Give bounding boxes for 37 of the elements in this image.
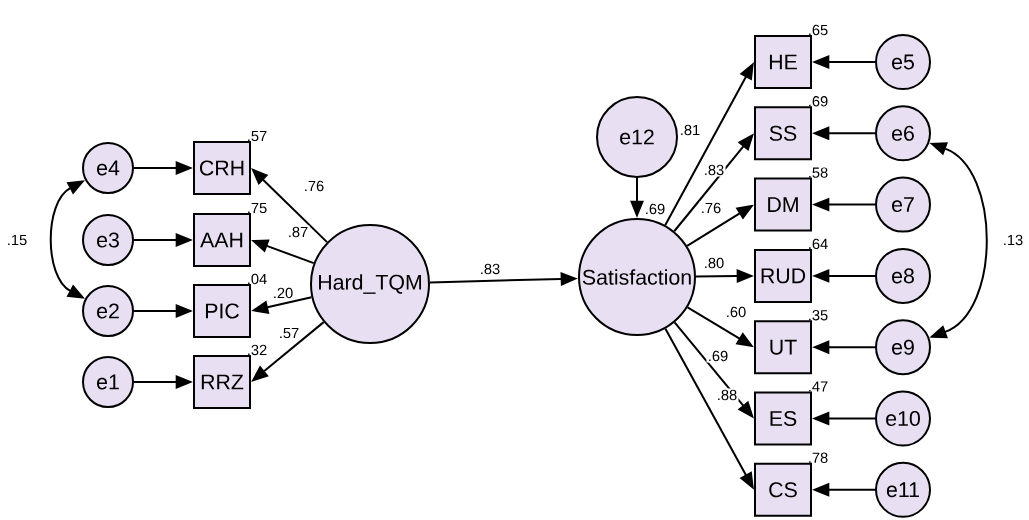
r-squared-label: .04 — [248, 273, 267, 285]
observed-variable-box: SS — [754, 106, 812, 161]
r-squared-label: .65 — [809, 24, 828, 36]
edge-label: .76 — [302, 179, 326, 193]
edge-label: .76 — [699, 201, 723, 215]
r-squared-label: .75 — [248, 202, 267, 214]
observed-variable-box: RRZ — [193, 355, 251, 409]
edge-label: .69 — [706, 349, 730, 363]
edge-label: .80 — [702, 256, 726, 270]
r-squared-label: .57 — [248, 130, 267, 142]
observed-variable-box: CS — [754, 462, 812, 517]
edge-label: .81 — [678, 123, 702, 137]
observed-variable-box: PIC — [193, 284, 251, 338]
observed-variable-box: DM — [754, 177, 812, 232]
edge-label: .87 — [286, 225, 310, 239]
r-squared-label: .64 — [809, 238, 828, 250]
r-squared-label: .78 — [809, 452, 828, 463]
observed-variable-box: RUD — [754, 248, 812, 303]
observed-variable-box: ES — [754, 391, 812, 446]
edge-label: .83 — [702, 163, 726, 177]
observed-variable-box: HE — [754, 35, 812, 89]
r-squared-label: .47 — [809, 381, 828, 392]
observed-variable-box: AAH — [193, 213, 251, 267]
r-squared-label: .32 — [248, 344, 267, 356]
r-squared-label: .69 — [809, 96, 828, 107]
edge-label: .20 — [271, 286, 295, 300]
edge-label: .57 — [277, 326, 301, 340]
observed-variable-box: CRH — [193, 141, 251, 195]
edge-label: .15 — [5, 233, 29, 247]
edge-label: .83 — [478, 262, 502, 276]
edge-label: .60 — [724, 305, 748, 319]
observed-variable-box: UT — [754, 320, 812, 375]
edge-label: .13 — [1001, 233, 1025, 247]
edge-label: .88 — [715, 388, 739, 402]
r-squared-label: .69 — [646, 203, 665, 215]
r-squared-label: .58 — [809, 167, 828, 178]
r-squared-label: .35 — [809, 310, 828, 321]
